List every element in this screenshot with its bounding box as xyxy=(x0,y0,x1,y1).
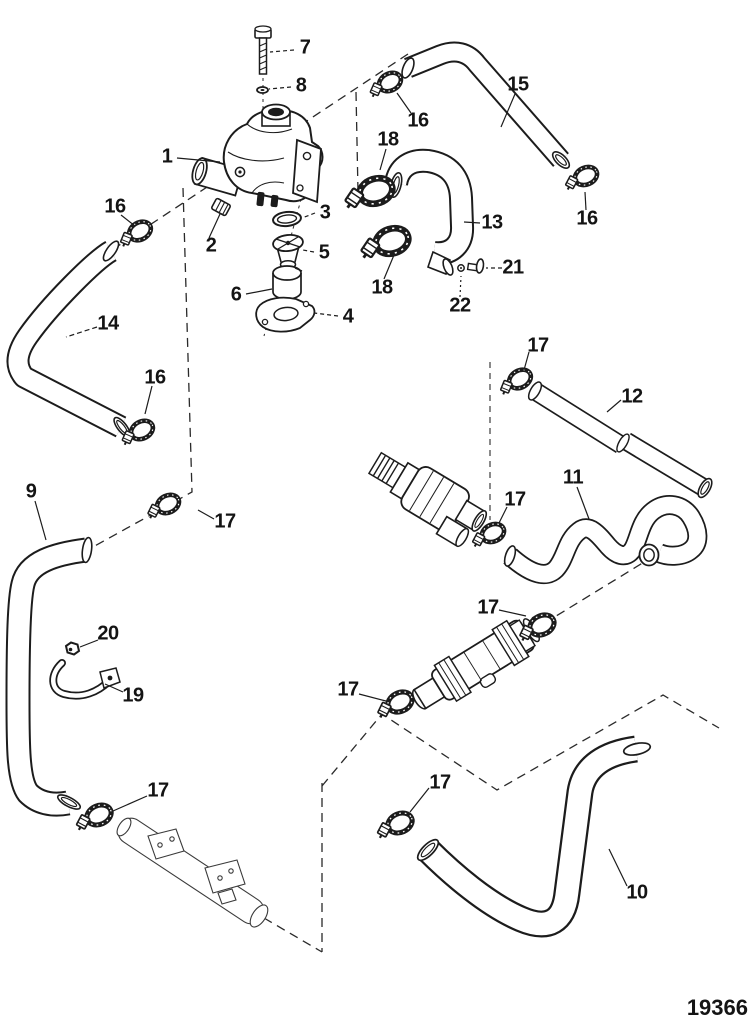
callout-part-18: 18 xyxy=(371,276,393,299)
callout-part-6: 6 xyxy=(230,283,242,306)
hose-part-15 xyxy=(401,41,571,169)
reference-tube xyxy=(116,817,269,928)
thermostat-part-5 xyxy=(272,233,304,270)
callout-part-16: 16 xyxy=(144,366,166,389)
clamp-part-17 xyxy=(371,688,415,722)
hose-part-13 xyxy=(384,148,474,276)
callout-part-3: 3 xyxy=(319,201,331,224)
clamp-part-16 xyxy=(114,218,154,251)
clamp-part-17 xyxy=(494,366,534,399)
clamp-part-18 xyxy=(354,224,412,264)
callout-part-14: 14 xyxy=(97,312,119,335)
clamp-part-17 xyxy=(142,491,182,522)
callout-part-16: 16 xyxy=(407,109,429,132)
callout-part-5: 5 xyxy=(318,241,330,264)
drain-plug-part-21 xyxy=(466,258,485,274)
washer-part-8 xyxy=(256,86,269,94)
callout-part-17: 17 xyxy=(214,510,236,533)
callout-part-11: 11 xyxy=(562,466,584,489)
callout-part-7: 7 xyxy=(299,36,311,59)
clamp-part-17 xyxy=(371,809,415,842)
callout-part-22: 22 xyxy=(449,294,471,317)
leader-lines xyxy=(34,49,628,887)
callout-part-8: 8 xyxy=(295,74,307,97)
callout-part-17: 17 xyxy=(337,678,359,701)
callout-part-17: 17 xyxy=(429,771,451,794)
washer-part-22 xyxy=(457,264,465,272)
hose-part-9 xyxy=(5,536,93,817)
thermostat-housing-part-1 xyxy=(191,103,324,208)
sleeve-part-6 xyxy=(272,265,303,300)
clamp-part-16 xyxy=(364,69,404,101)
gasket-part-4 xyxy=(255,296,316,333)
callout-part-17: 17 xyxy=(527,334,549,357)
plug-part-2 xyxy=(211,197,231,217)
callout-part-17: 17 xyxy=(147,779,169,802)
drawing-number: 19366 xyxy=(686,995,748,1020)
clamp-part-18 xyxy=(338,174,396,214)
callout-part-4: 4 xyxy=(342,305,354,328)
connector-fitting-part xyxy=(367,451,488,548)
hose-clamps xyxy=(70,69,600,843)
callout-part-16: 16 xyxy=(104,195,126,218)
bracket-part-19 xyxy=(49,659,121,700)
callout-part-13: 13 xyxy=(481,211,503,234)
hose-part-14 xyxy=(6,240,131,438)
callout-part-21: 21 xyxy=(502,256,524,279)
callout-part-15: 15 xyxy=(507,73,529,96)
callout-part-2: 2 xyxy=(205,234,217,257)
hose-part-12 xyxy=(527,381,713,499)
callout-part-20: 20 xyxy=(97,622,119,645)
construction-lines xyxy=(92,50,720,953)
callout-part-1: 1 xyxy=(161,145,173,168)
callout-part-18: 18 xyxy=(377,128,399,151)
hose-part-11 xyxy=(503,495,708,584)
callout-part-16: 16 xyxy=(576,207,598,230)
callout-part-9: 9 xyxy=(25,480,37,503)
callout-part-19: 19 xyxy=(122,684,144,707)
callout-part-17: 17 xyxy=(504,488,526,511)
callout-part-10: 10 xyxy=(626,881,648,904)
callout-part-12: 12 xyxy=(621,385,643,408)
hose-part-10 xyxy=(416,735,652,938)
oring-part-3 xyxy=(272,210,302,228)
nut-part-20 xyxy=(64,641,81,656)
callout-part-17: 17 xyxy=(477,596,499,619)
bolt-part-7 xyxy=(254,25,272,75)
